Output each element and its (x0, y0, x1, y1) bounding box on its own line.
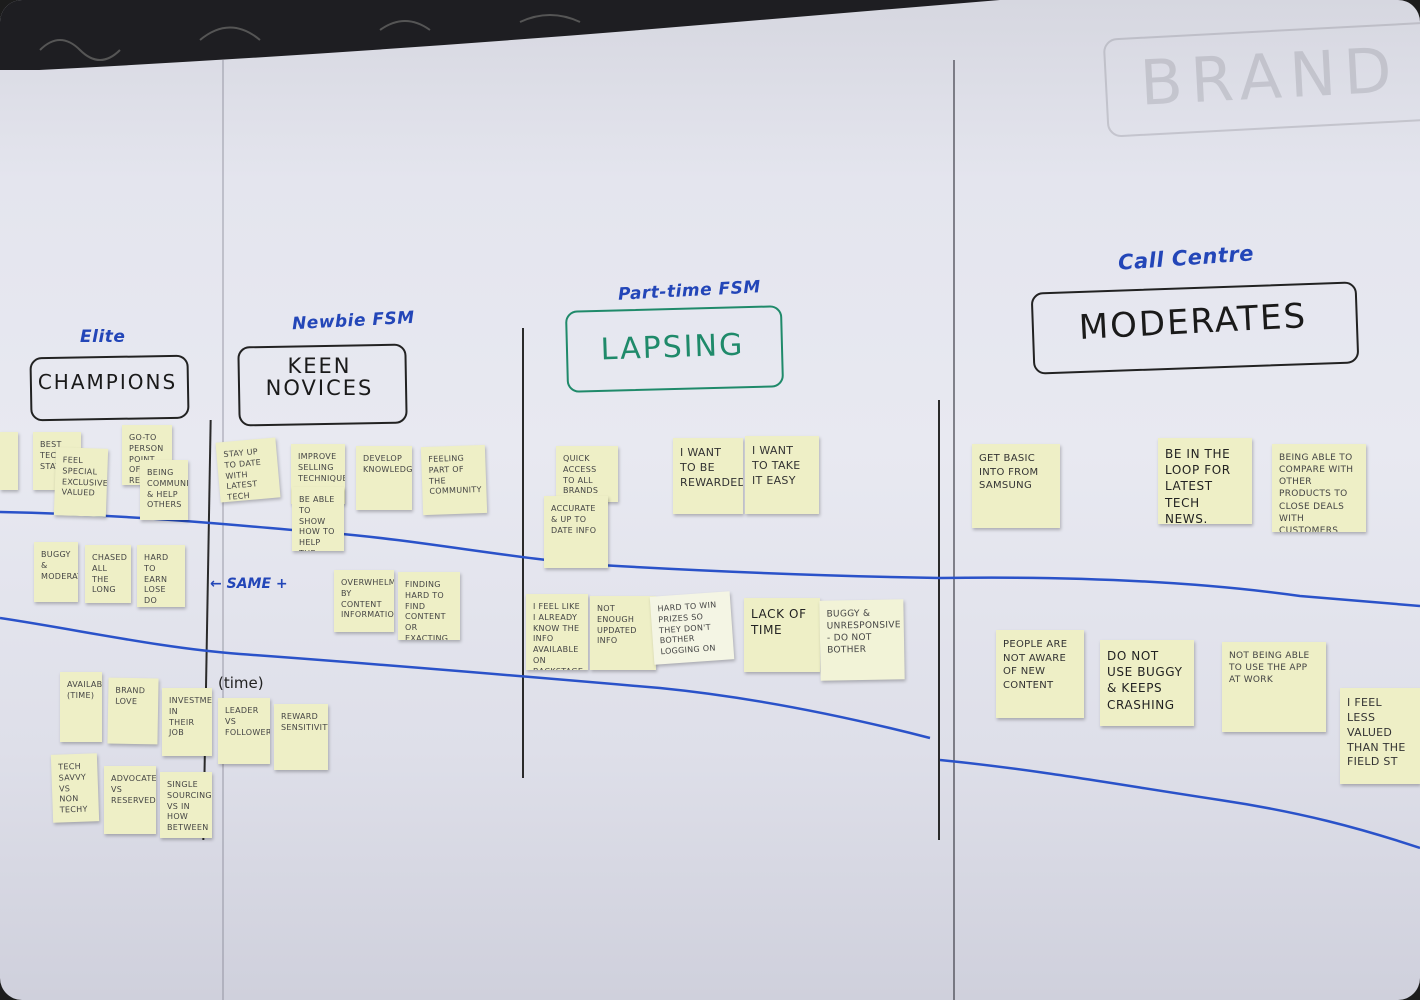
ceiling-strip (0, 0, 1000, 70)
sticky-note: LACK OF TIME (744, 598, 820, 672)
sticky-note: BE IN THE LOOP FOR LATEST TECH NEWS. (1158, 438, 1252, 524)
sticky-note: STAY UP TO DATE WITH LATEST TECH (215, 437, 281, 503)
same-arrow-annotation: ← SAME + (210, 576, 288, 592)
segment-title-champions: CHAMPIONS (37, 370, 178, 394)
sticky-note: DEVELOP KNOWLEDGE (356, 446, 412, 510)
sticky-note: BUGGY & MODERATES (34, 542, 78, 602)
sticky-note: BRAND LOVE (107, 677, 159, 745)
sticky-note: TECH SAVVY VS NON TECHY (50, 753, 100, 823)
sticky-note: GET BASIC INTO FROM SAMSUNG (972, 444, 1060, 528)
sticky-note: OVERWHELMED BY CONTENT INFORMATION (334, 570, 394, 632)
column-divider (938, 400, 940, 840)
sticky-note: FINDING HARD TO FIND CONTENT OR EXACTING (398, 572, 460, 640)
sticky-note: I WANT TO TAKE IT EASY (745, 436, 819, 514)
sticky-note: INVESTMENT IN THEIR JOB (162, 688, 212, 756)
panel-seam (222, 60, 224, 1000)
panel-seam (953, 60, 955, 1000)
sticky-note: QUICK ACCESS TO ALL BRANDS INFO (556, 446, 618, 502)
sticky-note: ACCURATE & UP TO DATE INFO (544, 496, 608, 568)
sticky-note: I FEEL LESS VALUED THAN THE FIELD ST (1340, 688, 1420, 784)
column-divider (522, 328, 524, 778)
sticky-note: REWARD SENSITIVITY (274, 704, 328, 770)
sticky-note: AVAILABILITY (TIME) (60, 672, 102, 742)
sticky-note (0, 432, 18, 490)
sticky-note: HARD TO EARN LOSE DO MORE TRAINING (137, 545, 185, 607)
sticky-note: FEEL SPECIAL EXCLUSIVE VALUED (53, 447, 109, 517)
sticky-note: ADVOCATE VS RESERVED (104, 766, 156, 834)
sticky-note: NOT ENOUGH UPDATED INFO (590, 596, 656, 670)
sticky-note: I FEEL LIKE I ALREADY KNOW THE INFO AVAI… (526, 594, 588, 670)
persona-label-elite: Elite (80, 327, 126, 347)
sticky-note: NOT BEING ABLE TO USE THE APP AT WORK (1222, 642, 1326, 732)
sticky-note: LEADER VS FOLLOWER (218, 698, 270, 764)
sticky-note: I WANT TO BE REWARDED (673, 438, 743, 514)
sticky-note: BEING ABLE TO COMPARE WITH OTHER PRODUCT… (1272, 444, 1366, 532)
sticky-note: DO NOT USE BUGGY & KEEPS CRASHING (1100, 640, 1194, 726)
sticky-note: BEING COMMUNITY & HELP OTHERS (140, 460, 188, 520)
time-annotation: (time) (218, 674, 264, 692)
sticky-note: BE ABLE TO SHOW HOW TO HELP THE CUSTOMER (292, 487, 344, 551)
segment-title-keen-novices: KEEN NOVICES (265, 354, 374, 401)
sticky-note: CHASED ALL THE LONG (85, 545, 131, 603)
sticky-note: SINGLE SOURCING VS IN HOW BETWEEN (160, 772, 212, 838)
sticky-note: PEOPLE ARE NOT AWARE OF NEW CONTENT (996, 630, 1084, 718)
sticky-note: HARD TO WIN PRIZES SO THEY DON'T BOTHER … (649, 591, 735, 665)
sticky-note: BUGGY & UNRESPONSIVE - DO NOT BOTHER (819, 599, 905, 681)
sticky-note: FEELING PART OF THE COMMUNITY (420, 444, 488, 516)
